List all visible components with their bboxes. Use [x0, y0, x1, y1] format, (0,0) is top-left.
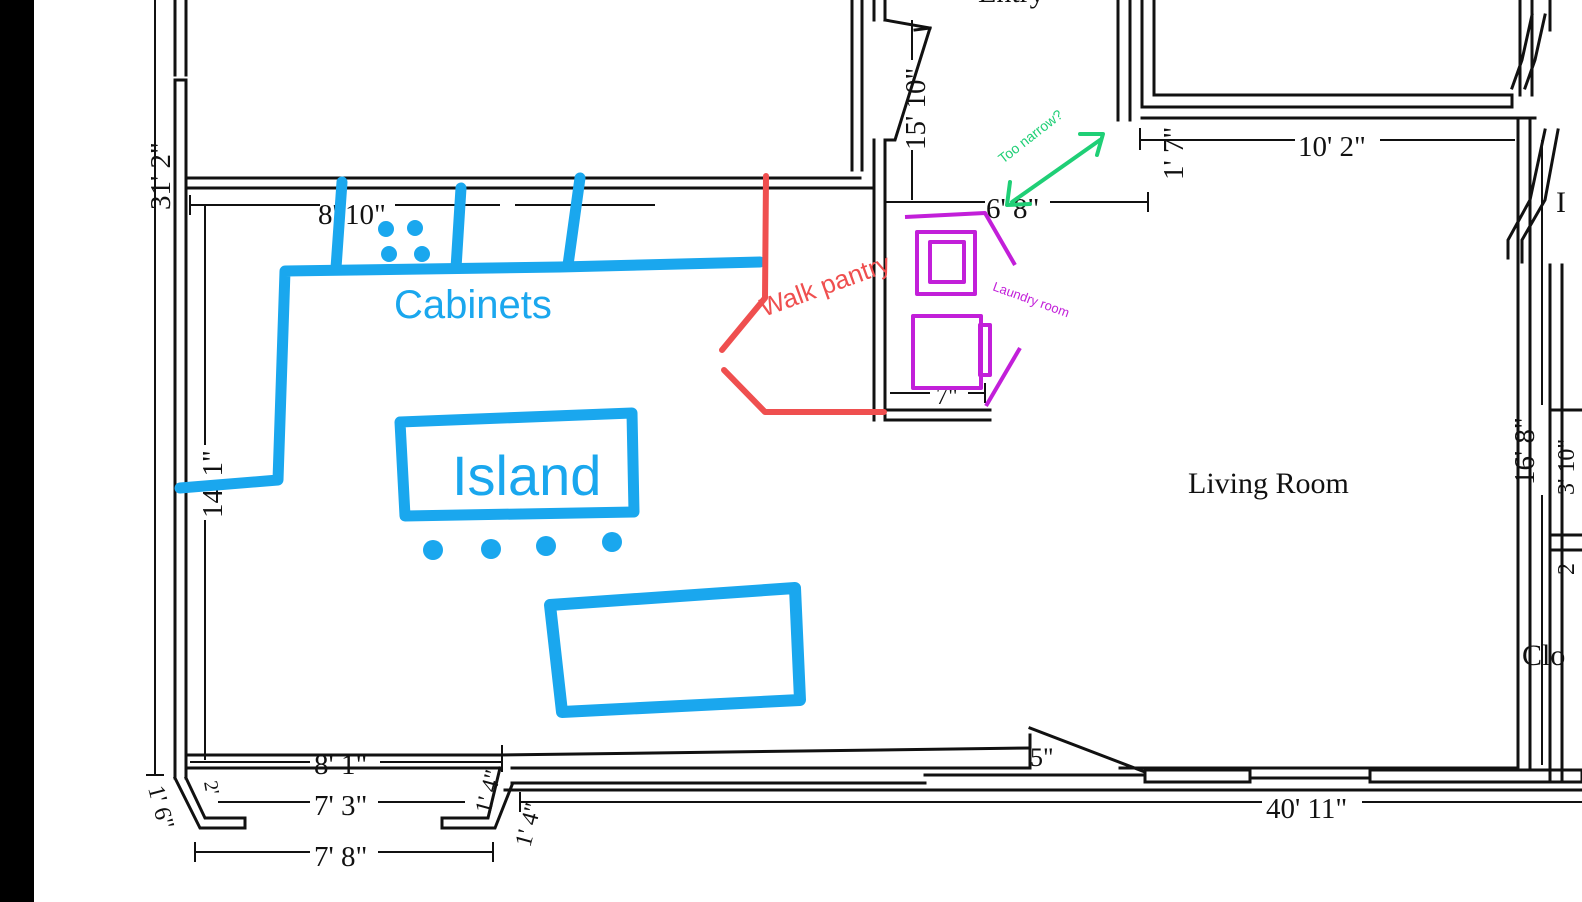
island-label: Island [452, 444, 601, 507]
island-sketch [394, 407, 640, 522]
dim-1-4-lower: 1' 4" [511, 800, 548, 849]
table-sketch [544, 582, 806, 718]
cabinets-sketch [174, 172, 766, 494]
dim-31-2: 31' 2" [145, 142, 177, 210]
dim-right-2: 2 [1554, 563, 1580, 575]
laundry-room-label: Laundry room [991, 279, 1072, 321]
dim-1-7: 1' 7" [1158, 127, 1190, 180]
dim-1-6: 1' 6" [142, 783, 179, 832]
room-labels: Living Room Entry Clo I [978, 0, 1566, 672]
room-living-room: Living Room [1188, 467, 1349, 500]
room-entry-partial: Entry [978, 0, 1045, 9]
cabinets-label: Cabinets [394, 283, 552, 327]
stove-burners-icon [378, 220, 430, 262]
room-right-partial: I [1556, 186, 1566, 219]
too-narrow-label: Too narrow? [995, 106, 1066, 166]
too-narrow-arrow [1005, 132, 1105, 207]
island-stools [423, 532, 622, 560]
walls [172, 0, 1582, 830]
dim-6-8: 6' 8" [986, 193, 1039, 225]
laundry-sketch [904, 211, 1022, 408]
dim-7-3: 7' 3" [314, 790, 367, 822]
dimension-lines [146, 0, 1582, 862]
left-edge-strip [0, 0, 34, 902]
dim-15-10: 15' 10" [900, 68, 932, 150]
dim-2-left: 2' [199, 779, 223, 796]
dim-7-8: 7' 8" [314, 841, 367, 873]
dim-right-3-10: 3' 10" [1554, 439, 1580, 495]
dim-7-inch: 7" [936, 384, 958, 410]
dimension-labels: 31' 2" 8' 10" 15' 10" 6' 8" 1' 7" 10' 2"… [142, 68, 1580, 873]
room-closet-partial: Clo [1522, 639, 1565, 672]
dim-8-10: 8' 10" [318, 199, 386, 231]
dim-10-2: 10' 2" [1298, 131, 1366, 163]
dim-40-11: 40' 11" [1266, 793, 1347, 825]
walk-pantry-sketch [719, 173, 887, 415]
dim-8-1: 8' 1" [314, 749, 367, 781]
dim-5-inch: 5" [1030, 743, 1054, 772]
dim-16-8: 16' 8" [1509, 417, 1541, 485]
